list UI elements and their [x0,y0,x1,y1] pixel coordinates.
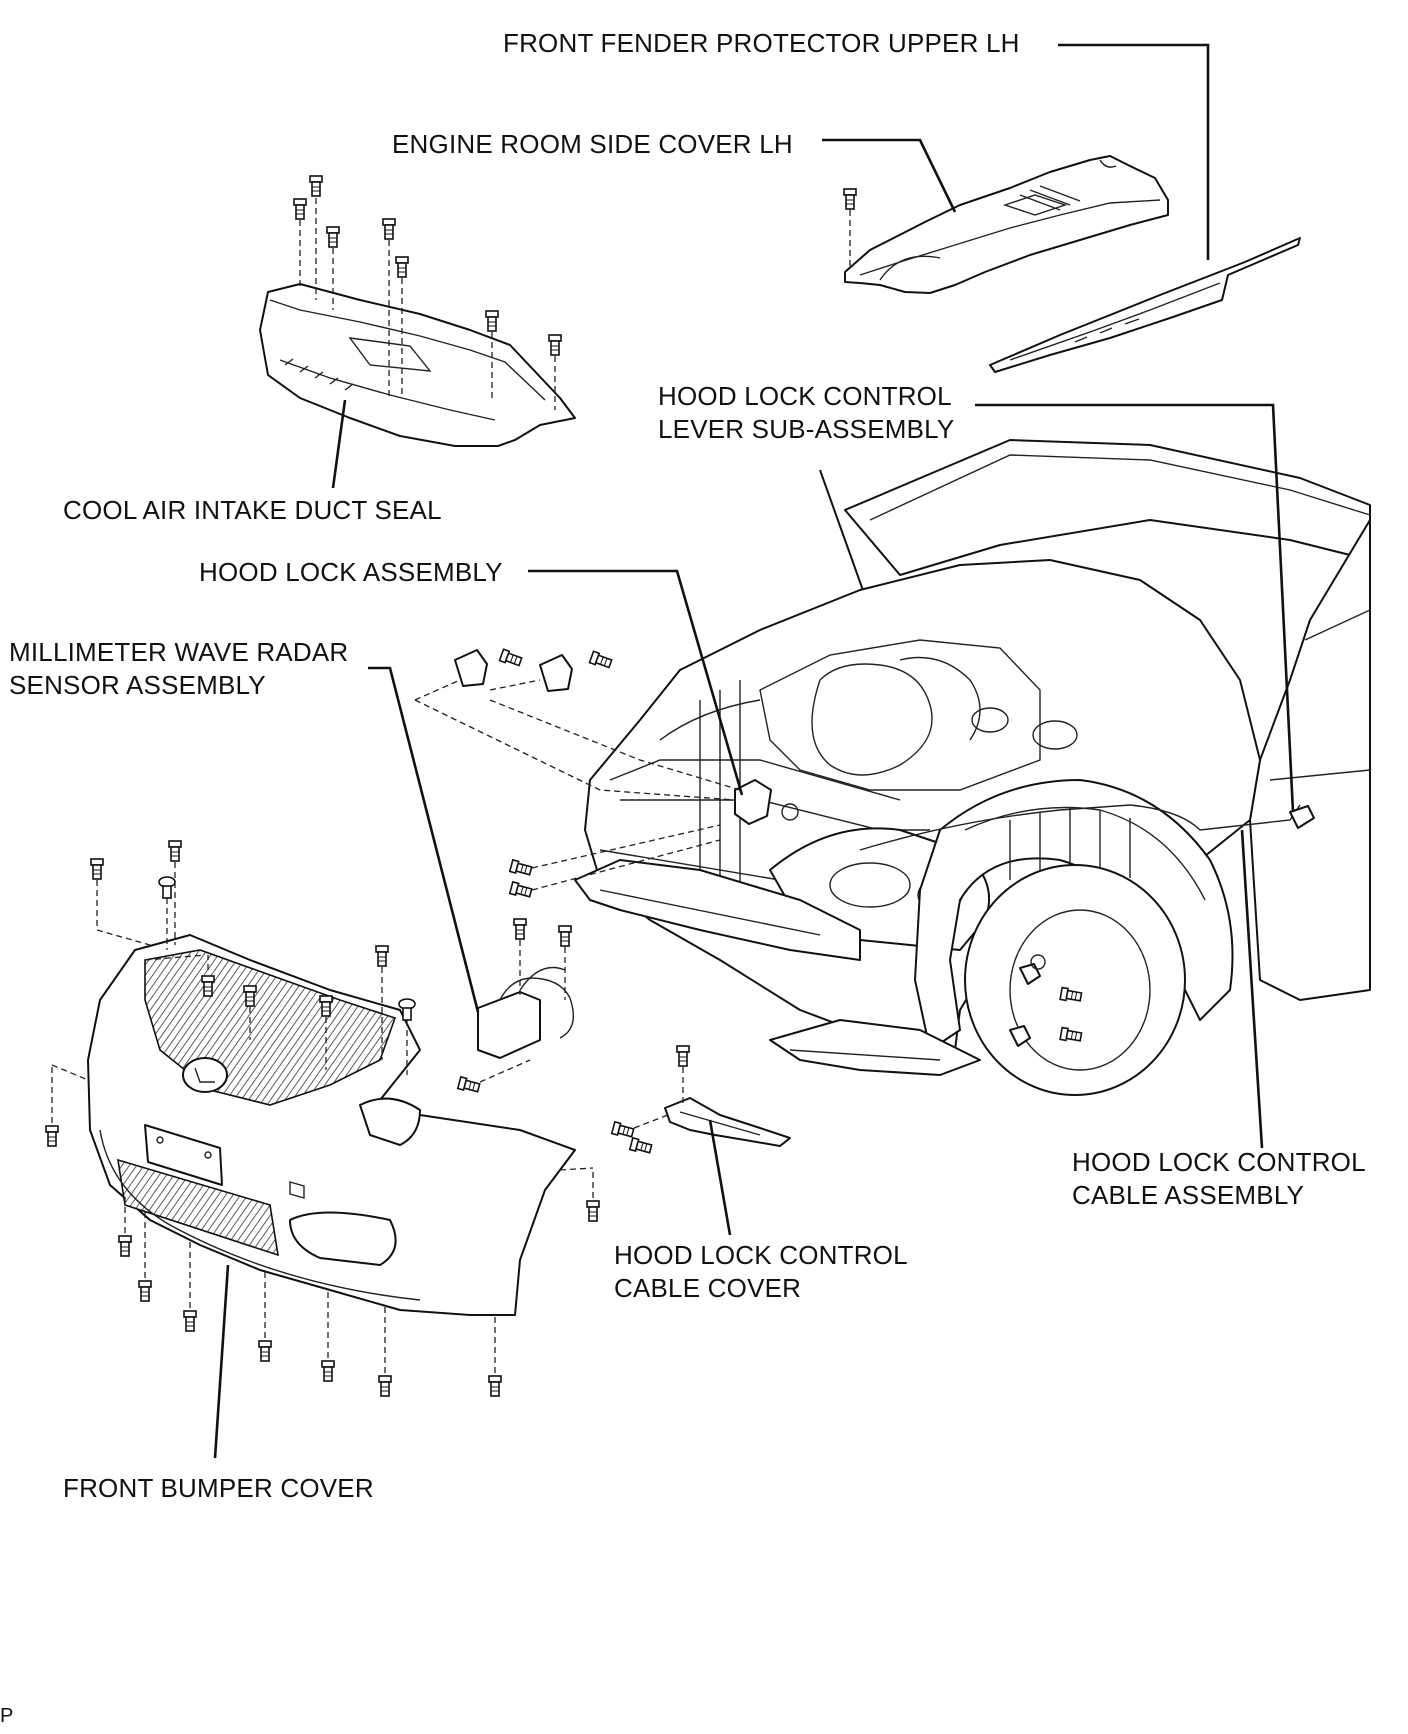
label-cool-air-intake-text: COOL AIR INTAKE DUCT SEAL [63,495,442,525]
corner-mark-text: P [0,1705,14,1727]
label-front-fender-protector: FRONT FENDER PROTECTOR UPPER LH [503,27,1020,60]
leader-hood-lock-assembly [528,569,744,796]
leader-hood-lock-lever [975,403,1295,813]
label-cable-cover: HOOD LOCK CONTROL CABLE COVER [614,1239,908,1305]
leader-cable-assembly [1240,829,1264,1149]
label-engine-room-side-cover: ENGINE ROOM SIDE COVER LH [392,128,793,161]
leader-front-bumper-cover [213,1264,230,1459]
label-hood-lock-assembly: HOOD LOCK ASSEMBLY [199,556,503,589]
label-cable-cover-line1: HOOD LOCK CONTROL [614,1240,908,1270]
label-cable-assembly-line1: HOOD LOCK CONTROL [1072,1147,1366,1177]
label-engine-room-side-cover-text: ENGINE ROOM SIDE COVER LH [392,129,793,159]
leader-cool-air-intake [331,399,347,489]
label-cable-cover-line2: CABLE COVER [614,1273,802,1303]
fender-liner-fasteners [1009,954,1083,1047]
leader-engine-room-side-cover [822,138,957,213]
millimeter-wave-radar-sensor [456,918,574,1095]
front-bumper-cover [45,840,600,1397]
corner-mark: P [0,1700,14,1733]
label-radar-line2: SENSOR ASSEMBLY [9,670,266,700]
leader-cable-cover [708,1119,732,1236]
label-cable-assembly-line2: CABLE ASSEMBLY [1072,1180,1305,1210]
label-radar-line1: MILLIMETER WAVE RADAR [9,637,349,667]
front-fender-protector [989,237,1301,373]
vehicle-body [574,439,1371,1096]
cool-air-intake-duct-seal [259,175,576,447]
label-front-bumper-cover: FRONT BUMPER COVER [63,1472,374,1505]
hood-lock-hardware [414,648,741,900]
label-hood-lock-assembly-text: HOOD LOCK ASSEMBLY [199,557,503,587]
hood-lock-cable-cover [610,1045,791,1156]
leader-front-fender-protector [1058,43,1210,260]
label-hood-lock-lever: HOOD LOCK CONTROL LEVER SUB-ASSEMBLY [658,380,954,446]
label-cool-air-intake: COOL AIR INTAKE DUCT SEAL [63,494,442,527]
leader-lines [213,43,1295,1459]
label-hood-lock-lever-line1: HOOD LOCK CONTROL [658,381,952,411]
leader-radar-sensor [368,666,480,1013]
engine-room-side-cover [843,155,1169,294]
label-radar-sensor: MILLIMETER WAVE RADAR SENSOR ASSEMBLY [9,636,348,702]
label-cable-assembly: HOOD LOCK CONTROL CABLE ASSEMBLY [1072,1146,1366,1212]
label-hood-lock-lever-line2: LEVER SUB-ASSEMBLY [658,414,955,444]
label-front-fender-protector-text: FRONT FENDER PROTECTOR UPPER LH [503,28,1020,58]
label-front-bumper-cover-text: FRONT BUMPER COVER [63,1473,374,1503]
